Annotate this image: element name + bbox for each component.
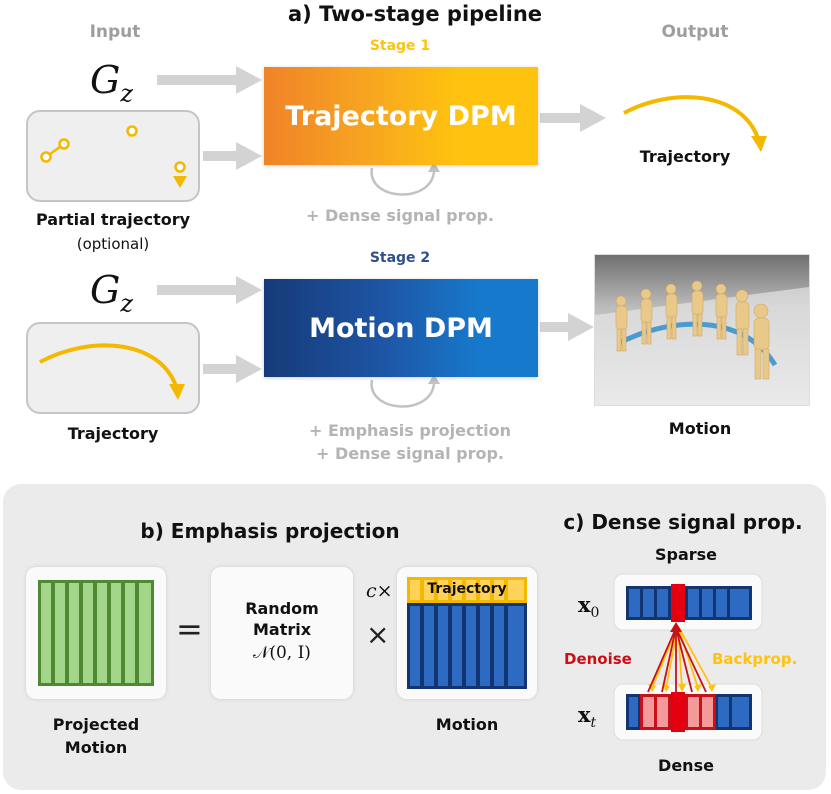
projected-caption-1: Projected — [52, 715, 140, 734]
sparse-label: Sparse — [654, 545, 718, 564]
stage1-condition-gz: Gz — [90, 58, 134, 108]
stage2-condition-gz: Gz — [90, 268, 134, 318]
trajectory-dpm-box: Trajectory DPM — [264, 67, 538, 165]
equals-sign: = — [176, 610, 203, 648]
partial-trajectory-card — [26, 110, 200, 202]
motion-dpm-label: Motion DPM — [309, 312, 493, 344]
pipeline-arrows — [157, 66, 606, 408]
stage2-technique-1: + Emphasis projection — [309, 421, 511, 440]
partial-trajectory-icon — [40, 125, 187, 188]
partial-trajectory-caption: Partial trajectory — [35, 210, 191, 229]
x0-label: x0 — [578, 592, 600, 622]
motion-dpm-box: Motion DPM — [264, 279, 538, 377]
times-sign: × — [366, 618, 390, 651]
output-trajectory-caption: Trajectory — [639, 147, 731, 166]
trajectory-dpm-label: Trajectory DPM — [285, 100, 517, 132]
stage2-technique-2: + Dense signal prop. — [315, 444, 504, 463]
trajectory-input-card — [26, 322, 200, 414]
motion-render-figures — [595, 255, 809, 405]
random-matrix-distribution: 𝒩(0, I) — [253, 643, 311, 663]
xt-label: xt — [578, 702, 597, 732]
motion-output-caption: Motion — [668, 419, 732, 438]
projected-caption-2: Motion — [64, 738, 128, 757]
projected-motion-card — [26, 567, 166, 699]
partial-trajectory-optional: (optional) — [76, 235, 150, 253]
dense-label: Dense — [658, 756, 714, 775]
motion-matrix-card: Trajectory — [397, 567, 537, 699]
trajectory-row-label: Trajectory — [427, 581, 507, 597]
trajectory-input-curve — [39, 343, 185, 400]
motion-matrix — [407, 577, 527, 689]
output-header: Output — [661, 22, 729, 42]
random-matrix-line1: Random — [245, 599, 319, 618]
section-a-title: a) Two-stage pipeline — [287, 2, 543, 26]
section-c-title: c) Dense signal prop. — [563, 510, 803, 534]
stage1-technique: + Dense signal prop. — [305, 206, 494, 225]
motion-render-image — [594, 254, 810, 406]
scale-factor: c× — [366, 580, 393, 602]
motion-matrix-caption: Motion — [435, 715, 499, 734]
denoise-label: Denoise — [564, 650, 632, 668]
output-trajectory-curve — [623, 95, 767, 152]
stage2-label: Stage 2 — [369, 250, 431, 266]
random-matrix-card: Random Matrix 𝒩(0, I) — [211, 567, 353, 699]
stage1-label: Stage 1 — [369, 38, 431, 54]
backprop-label: Backprop. — [712, 650, 798, 668]
random-matrix-line2: Matrix — [252, 620, 312, 639]
dense-signal-diagram — [613, 573, 763, 741]
input-header: Input — [89, 22, 141, 42]
section-b-title: b) Emphasis projection — [140, 519, 400, 543]
projected-motion-matrix — [38, 580, 154, 686]
trajectory-input-caption: Trajectory — [67, 424, 159, 443]
